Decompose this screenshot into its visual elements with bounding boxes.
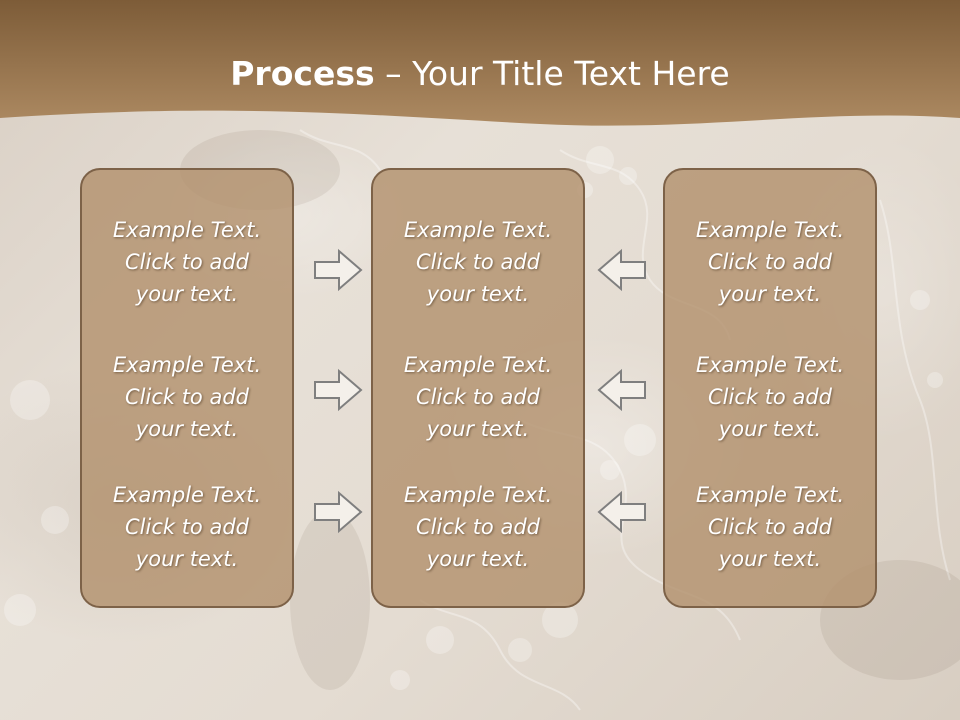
title-rest: – Your Title Text Here (374, 54, 730, 93)
text-block[interactable]: Example Text. Click to add your text. (82, 349, 292, 445)
column-middle[interactable]: Example Text. Click to add your text. Ex… (371, 168, 585, 608)
text-block[interactable]: Example Text. Click to add your text. (373, 214, 583, 310)
text-line: Example Text. (695, 483, 845, 507)
text-block[interactable]: Example Text. Click to add your text. (82, 214, 292, 310)
arrow-left-icon[interactable] (597, 248, 647, 292)
text-line: Click to add (415, 515, 540, 539)
text-line: your text. (426, 417, 530, 441)
text-line: Click to add (124, 385, 249, 409)
column-right[interactable]: Example Text. Click to add your text. Ex… (663, 168, 877, 608)
text-line: your text. (135, 547, 239, 571)
text-block[interactable]: Example Text. Click to add your text. (665, 214, 875, 310)
text-line: Example Text. (695, 353, 845, 377)
text-line: your text. (718, 417, 822, 441)
text-line: Example Text. (112, 218, 262, 242)
text-line: Click to add (415, 250, 540, 274)
text-line: Example Text. (695, 218, 845, 242)
text-line: Example Text. (403, 218, 553, 242)
text-block[interactable]: Example Text. Click to add your text. (665, 349, 875, 445)
text-line: your text. (718, 282, 822, 306)
arrow-right-icon[interactable] (313, 368, 363, 412)
slide-title[interactable]: Process – Your Title Text Here (0, 50, 960, 98)
text-line: your text. (718, 547, 822, 571)
arrow-left-icon[interactable] (597, 490, 647, 534)
column-left[interactable]: Example Text. Click to add your text. Ex… (80, 168, 294, 608)
text-line: Example Text. (112, 353, 262, 377)
text-line: Example Text. (403, 353, 553, 377)
text-line: your text. (135, 417, 239, 441)
text-block[interactable]: Example Text. Click to add your text. (373, 349, 583, 445)
title-bold: Process (230, 54, 375, 93)
text-line: Click to add (707, 250, 832, 274)
text-line: Example Text. (112, 483, 262, 507)
header-band (0, 0, 960, 126)
text-line: Click to add (124, 515, 249, 539)
text-block[interactable]: Example Text. Click to add your text. (82, 479, 292, 575)
text-line: Click to add (707, 385, 832, 409)
text-line: your text. (426, 547, 530, 571)
arrow-left-icon[interactable] (597, 368, 647, 412)
text-block[interactable]: Example Text. Click to add your text. (373, 479, 583, 575)
text-block[interactable]: Example Text. Click to add your text. (665, 479, 875, 575)
arrow-right-icon[interactable] (313, 490, 363, 534)
arrow-right-icon[interactable] (313, 248, 363, 292)
text-line: Example Text. (403, 483, 553, 507)
text-line: your text. (135, 282, 239, 306)
text-line: your text. (426, 282, 530, 306)
text-line: Click to add (415, 385, 540, 409)
text-line: Click to add (707, 515, 832, 539)
text-line: Click to add (124, 250, 249, 274)
